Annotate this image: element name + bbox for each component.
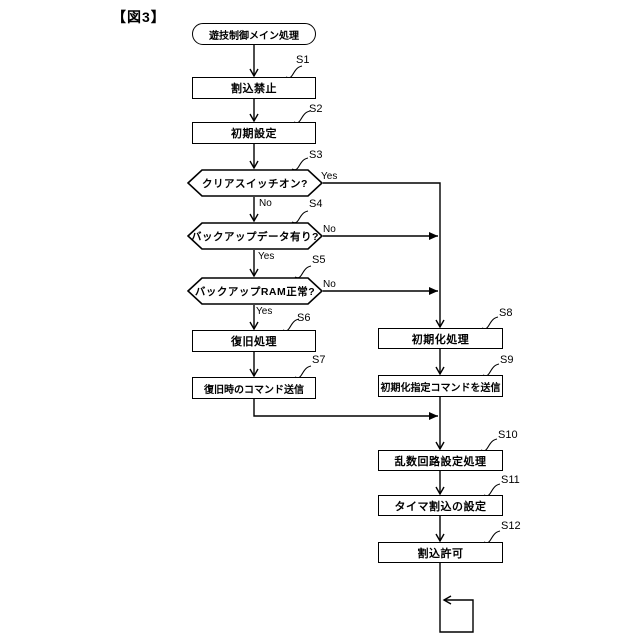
node-s3-label: クリアスイッチオン? (202, 177, 308, 190)
node-s9: 初期化指定コマンドを送信 (378, 375, 503, 397)
leader-s5 (294, 265, 312, 279)
node-s5-label: バックアップRAM正常? (194, 285, 316, 298)
step-label-s10: S10 (498, 429, 518, 441)
node-s10: 乱数回路設定処理 (378, 450, 503, 471)
branch-label-s4-yes: Yes (258, 251, 275, 262)
leader-s12 (483, 530, 501, 544)
node-s3: クリアスイッチオン? (187, 169, 323, 197)
node-s1: 割込禁止 (192, 77, 316, 99)
branch-label-s5-no: No (323, 279, 336, 290)
node-s5: バックアップRAM正常? (187, 277, 323, 305)
leader-s11 (483, 483, 501, 497)
edge-s12-loop (439, 563, 474, 633)
node-start: 遊技制御メイン処理 (192, 23, 316, 45)
leader-s9 (482, 363, 500, 377)
node-s9-label: 初期化指定コマンドを送信 (380, 382, 501, 394)
node-s8: 初期化処理 (378, 328, 503, 349)
leader-s8 (481, 316, 499, 330)
step-label-s1: S1 (296, 54, 310, 66)
branch-label-s5-yes: Yes (256, 306, 273, 317)
decision-shape-s4 (187, 222, 323, 250)
decision-shape-s3 (187, 169, 323, 197)
node-s6-label: 復旧処理 (231, 336, 277, 348)
node-s2: 初期設定 (192, 122, 316, 144)
figure-label: 【図3】 (112, 9, 166, 25)
branch-label-s4-no: No (323, 224, 336, 235)
node-s11-label: タイマ割込の設定 (394, 500, 487, 513)
decision-shape-s5 (187, 277, 323, 305)
node-s1-label: 割込禁止 (231, 83, 277, 95)
leader-s3 (291, 157, 309, 171)
node-s2-label: 初期設定 (231, 128, 277, 140)
leader-s7 (294, 365, 312, 379)
node-s7: 復旧時のコマンド送信 (192, 377, 316, 399)
step-label-s2: S2 (309, 103, 323, 115)
leader-s10 (480, 438, 498, 452)
step-label-s11: S11 (501, 474, 520, 486)
edge-s3-yes-to-s8 (323, 182, 445, 329)
node-start-label: 遊技制御メイン処理 (209, 30, 299, 42)
branch-label-s3-no: No (259, 198, 272, 209)
leader-s4 (291, 210, 309, 224)
node-s8-label: 初期化処理 (411, 333, 470, 346)
step-label-s5: S5 (312, 254, 326, 266)
node-s12-label: 割込許可 (417, 547, 464, 560)
step-label-s4: S4 (309, 198, 323, 210)
step-label-s3: S3 (309, 149, 323, 161)
branch-label-s3-yes: Yes (321, 171, 338, 182)
node-s10-label: 乱数回路設定処理 (394, 455, 487, 468)
step-label-s12: S12 (501, 520, 521, 532)
leader-s1 (285, 65, 303, 79)
step-label-s9: S9 (500, 354, 514, 366)
node-s12: 割込許可 (378, 542, 503, 563)
step-label-s8: S8 (499, 307, 513, 319)
step-label-s6: S6 (297, 312, 311, 324)
flow-edges (249, 45, 474, 633)
node-s4: バックアップデータ有り? (187, 222, 323, 250)
step-label-s7: S7 (312, 354, 326, 366)
node-s7-label: 復旧時のコマンド送信 (204, 384, 304, 396)
node-s4-label: バックアップデータ有り? (191, 230, 319, 243)
leader-s2 (293, 110, 311, 124)
node-s6: 復旧処理 (192, 330, 316, 352)
edge-s7-merge (253, 399, 438, 420)
node-s11: タイマ割込の設定 (378, 495, 503, 516)
